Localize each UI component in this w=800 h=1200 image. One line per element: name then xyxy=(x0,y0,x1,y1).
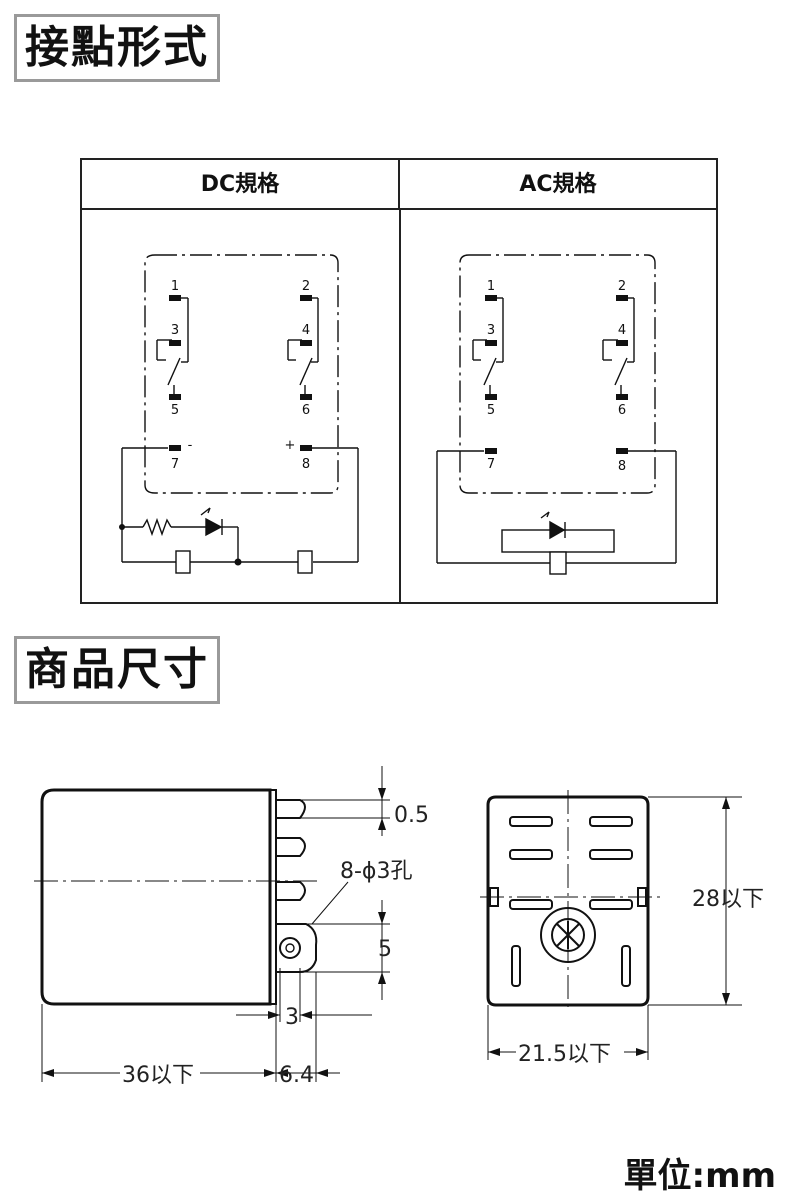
front-view-body xyxy=(486,795,650,1007)
dc-pin-6: 6 xyxy=(302,403,310,418)
ac-relay-outline xyxy=(459,254,656,494)
dc-pin-8: 8 xyxy=(302,457,310,472)
dim-pin-thickness: 0.5 xyxy=(394,803,429,828)
ac-pin-8: 8 xyxy=(618,459,626,474)
ac-wiring-diagram: 1 2 3 4 5 6 7 8 xyxy=(436,254,677,575)
product-size-title: 商品尺寸 xyxy=(14,636,220,704)
dc-pin-7: 7 xyxy=(171,457,179,472)
ac-pin-3: 3 xyxy=(487,323,495,338)
dc-pin-1: 1 xyxy=(171,279,179,294)
dc-wiring-diagram: 1 2 3 4 5 6 7 8 - + xyxy=(119,254,359,574)
dim-pin-pitch: 5 xyxy=(378,937,392,962)
column-divider xyxy=(399,208,401,602)
dim-length: 36以下 xyxy=(122,1063,194,1088)
ac-pin-7: 7 xyxy=(487,457,495,472)
dim-hole-spec: 8-ϕ3孔 xyxy=(340,859,412,884)
dc-pin-4: 4 xyxy=(302,323,310,338)
dim-width: 21.5以下 xyxy=(518,1042,611,1067)
front-view-drawing: 28以下 21.5以下 xyxy=(480,790,764,1067)
side-view-drawing: 0.5 8-ϕ3孔 5 3 36以下 6.4 xyxy=(34,766,429,1088)
dim-hole-offset: 3 xyxy=(285,1005,299,1030)
dc-pin-3: 3 xyxy=(171,323,179,338)
ac-pin-4: 4 xyxy=(618,323,626,338)
dc-pin-2: 2 xyxy=(302,279,310,294)
contact-diagram-table: DC規格 AC規格 xyxy=(80,158,718,604)
contact-form-title: 接點形式 xyxy=(14,14,220,82)
dim-height: 28以下 xyxy=(692,887,764,912)
side-view-body xyxy=(40,788,272,1006)
unit-label: 單位:mm xyxy=(623,1156,776,1196)
dc-pin-5: 5 xyxy=(171,403,179,418)
ac-pin-5: 5 xyxy=(487,403,495,418)
ac-pin-2: 2 xyxy=(618,279,626,294)
dc-relay-outline xyxy=(144,254,339,494)
ac-pin-1: 1 xyxy=(487,279,495,294)
dc-plus-sign: + xyxy=(285,438,296,453)
ac-spec-header: AC規格 xyxy=(400,160,716,210)
dim-pin-length: 6.4 xyxy=(279,1063,314,1088)
dc-spec-header: DC規格 xyxy=(82,160,400,210)
dc-minus-sign: - xyxy=(188,438,193,453)
ac-pin-6: 6 xyxy=(618,403,626,418)
